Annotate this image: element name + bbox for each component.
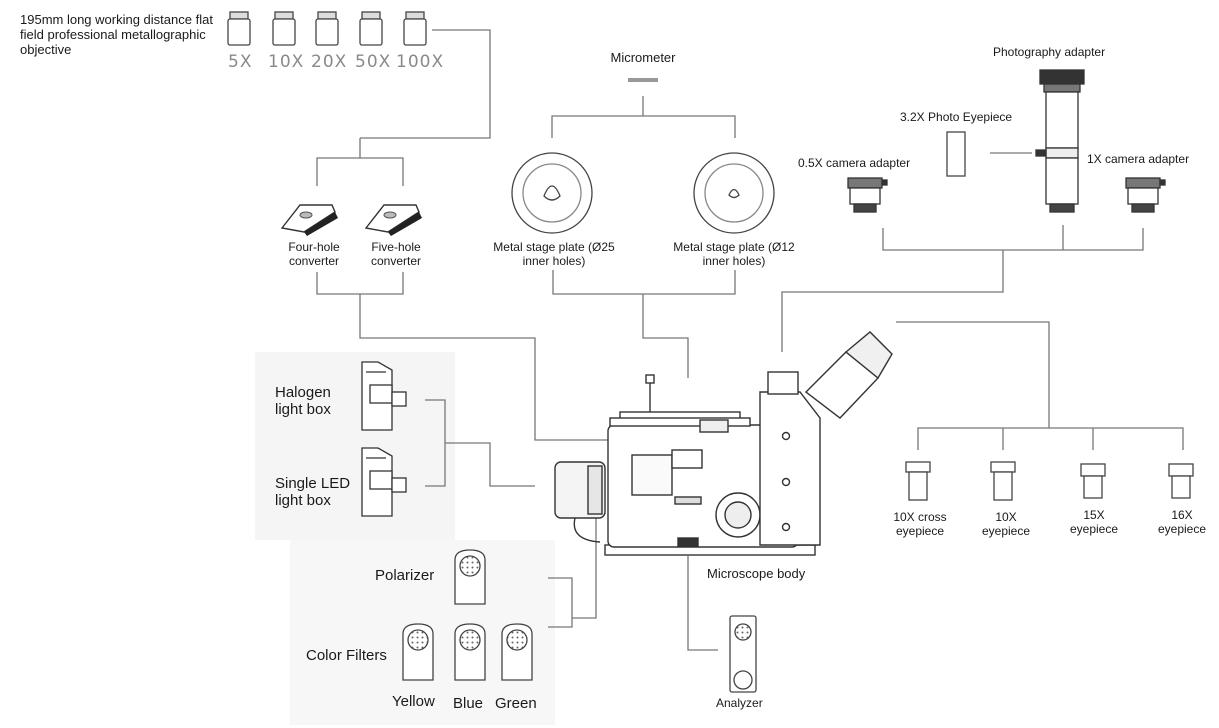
magnification-50x: 50X xyxy=(355,52,392,72)
camera-1x-label: 1X camera adapter xyxy=(1087,152,1190,166)
eyepiece-15x-icon xyxy=(1080,463,1106,499)
objective-title: 195mm long working distance flat field p… xyxy=(20,12,213,57)
light-box-panel xyxy=(255,352,455,540)
objective-5x-icon xyxy=(227,11,251,46)
eyepiece-15x-label: 15X eyepiece xyxy=(1069,508,1119,536)
camera-1x-adapter-icon xyxy=(1125,177,1166,213)
micrometer-icon xyxy=(628,78,658,82)
photography-adapter-icon xyxy=(1035,69,1085,213)
polarizer-icon xyxy=(454,549,486,605)
halogen-light-box-label: Halogen light box xyxy=(275,384,331,418)
green-filter-label: Green xyxy=(495,695,537,712)
stage-plate-25-label: Metal stage plate (Ø25 inner holes) xyxy=(493,240,615,268)
eyepiece-10x-cross-icon xyxy=(905,461,931,501)
halogen-light-box-icon xyxy=(361,361,407,431)
four-hole-converter-label: Four-hole converter xyxy=(288,240,340,268)
four-hole-converter-icon xyxy=(280,204,338,236)
micrometer-label: Micrometer xyxy=(610,50,676,65)
color-filters-label: Color Filters xyxy=(306,647,387,664)
objective-20x-icon xyxy=(315,11,339,46)
yellow-filter-icon xyxy=(402,623,434,681)
connector-lines xyxy=(316,29,1184,651)
analyzer-icon xyxy=(729,615,757,693)
objective-10x-icon xyxy=(272,11,296,46)
stage-plate-12-icon xyxy=(693,152,775,234)
magnification-5x: 5X xyxy=(228,52,253,72)
photo-eyepiece-icon xyxy=(946,131,966,177)
five-hole-converter-label: Five-hole converter xyxy=(370,240,422,268)
stage-plate-12-label: Metal stage plate (Ø12 inner holes) xyxy=(673,240,795,268)
eyepiece-16x-icon xyxy=(1168,463,1194,499)
stage-plate-25-icon xyxy=(511,152,593,234)
camera-05x-label: 0.5X camera adapter xyxy=(798,156,911,170)
camera-05x-adapter-icon xyxy=(847,177,888,213)
eyepiece-10x-label: 10X eyepiece xyxy=(981,510,1031,538)
eyepiece-16x-label: 16X eyepiece xyxy=(1157,508,1207,536)
magnification-20x: 20X xyxy=(311,52,348,72)
magnification-10x: 10X xyxy=(268,52,305,72)
green-filter-icon xyxy=(501,623,533,681)
analyzer-label: Analyzer xyxy=(716,696,763,710)
objective-100x-icon xyxy=(403,11,427,46)
eyepiece-10x-cross-label: 10X cross eyepiece xyxy=(893,510,947,538)
led-light-box-label: Single LED light box xyxy=(275,475,351,509)
five-hole-converter-icon xyxy=(364,204,422,236)
eyepiece-10x-icon xyxy=(990,461,1016,501)
polarizer-label: Polarizer xyxy=(375,567,435,584)
magnification-100x: 100X xyxy=(396,52,445,72)
microscope-body-label: Microscope body xyxy=(707,566,806,581)
microscope-body-icon xyxy=(554,331,893,556)
led-light-box-icon xyxy=(361,447,407,517)
blue-filter-label: Blue xyxy=(453,695,484,712)
objective-50x-icon xyxy=(359,11,383,46)
blue-filter-icon xyxy=(454,623,486,681)
photo-eyepiece-label: 3.2X Photo Eyepiece xyxy=(900,110,1013,124)
photography-adapter-label: Photography adapter xyxy=(993,45,1106,59)
yellow-filter-label: Yellow xyxy=(392,693,435,710)
